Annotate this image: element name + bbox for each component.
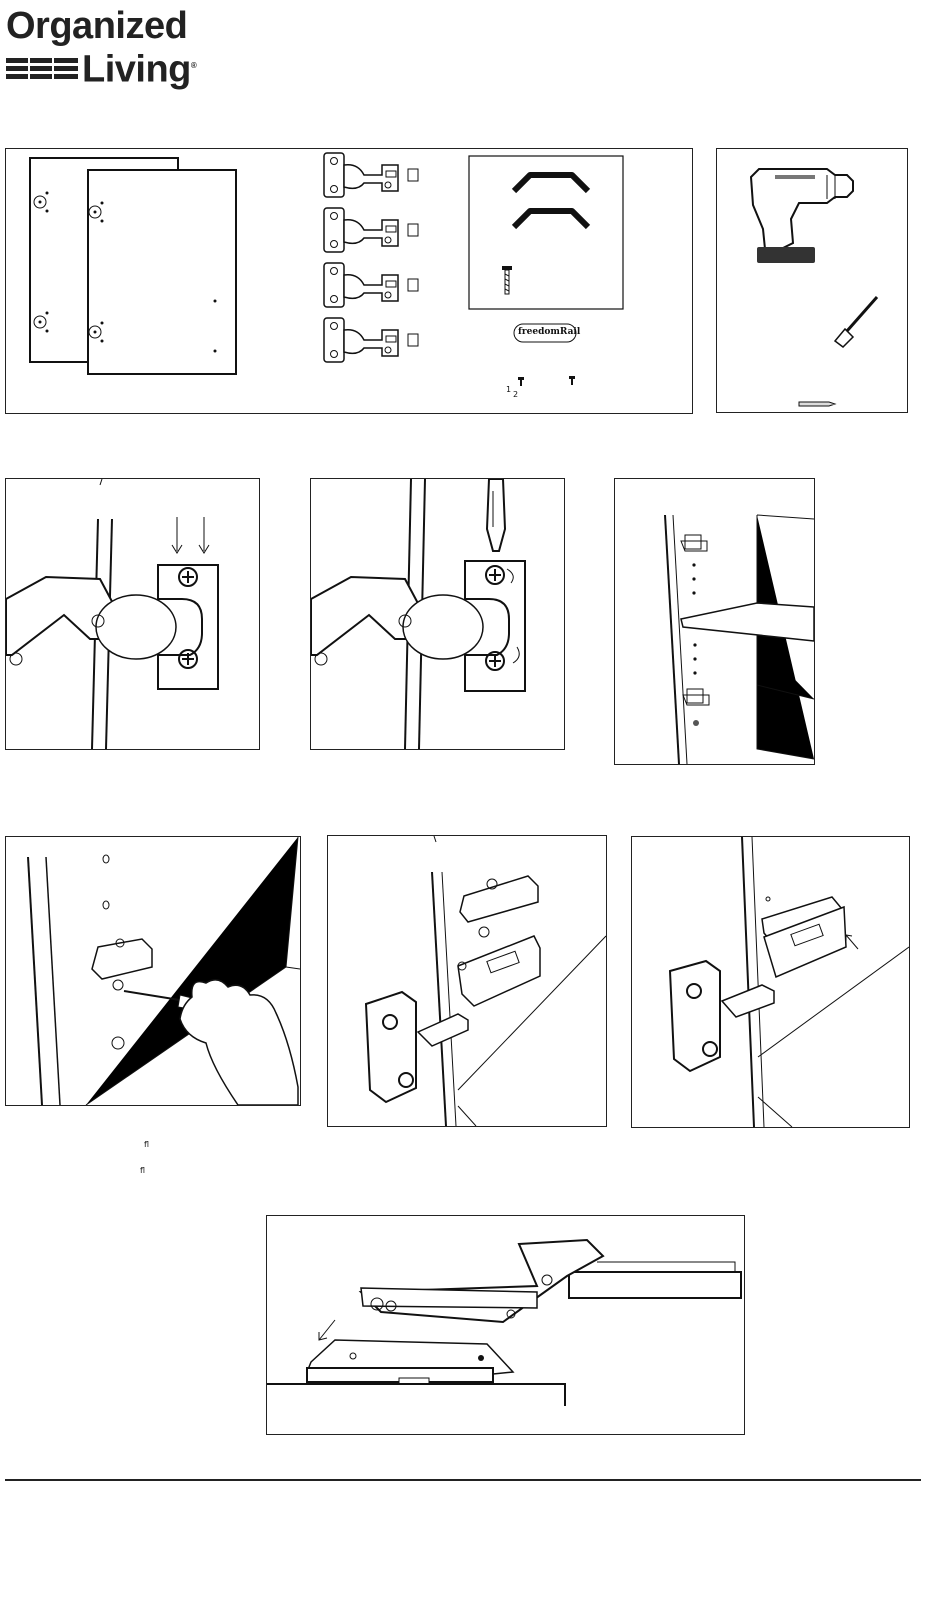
tools-panel (716, 148, 908, 413)
step-panel-7 (266, 1215, 745, 1435)
screwdriver-icon (487, 479, 505, 551)
step-panel-2 (310, 478, 565, 750)
hinge-icon (92, 939, 152, 990)
screw-icon (518, 377, 524, 386)
hinge-icon (670, 961, 774, 1071)
arrow-icon (846, 935, 858, 949)
hinge-icon (762, 897, 846, 977)
parts-illustration (6, 149, 692, 413)
hinge-icon (324, 263, 418, 307)
hinge-icon (6, 565, 218, 689)
footer-rule (5, 1479, 921, 1481)
freedomrail-badge-label: freedomRail (518, 327, 580, 337)
hinge-icon (324, 208, 418, 252)
pencil-icon (799, 402, 835, 406)
hinge-icon (307, 1340, 513, 1384)
hinge-icon (460, 876, 538, 937)
hinge-icon (366, 992, 468, 1102)
logo-word-living: Living® (82, 46, 196, 90)
fraction-denominator: 2 (513, 390, 518, 399)
step-panel-3 (614, 478, 815, 765)
hinge-icon (683, 689, 709, 705)
step-panel-1 (5, 478, 260, 750)
logo-bars-icon (6, 56, 80, 80)
step-panel-6 (631, 836, 910, 1128)
hinge-icon (361, 1240, 603, 1322)
hinge-icon (458, 936, 540, 1006)
arrow-icon (172, 517, 209, 553)
hinge-icon (324, 153, 418, 197)
arrow-icon (319, 1320, 335, 1340)
step-mark-a: fl (144, 1140, 149, 1149)
step-panel-4 (5, 836, 301, 1106)
fraction-numerator: 1 (506, 385, 511, 394)
step-panel-5 (327, 835, 607, 1127)
hand-icon (180, 980, 298, 1105)
hinge-icon (324, 318, 418, 362)
door-panel-icon (88, 170, 236, 374)
screwdriver-icon (835, 297, 877, 347)
screw-icon (569, 376, 575, 385)
step-mark-b: fl (140, 1166, 145, 1175)
parts-panel: freedomRail 1 2 (5, 148, 693, 414)
hinge-icon (681, 535, 707, 551)
hinge-icon (311, 561, 525, 691)
logo-word-organized: Organized (6, 6, 187, 46)
drill-icon (751, 169, 853, 263)
